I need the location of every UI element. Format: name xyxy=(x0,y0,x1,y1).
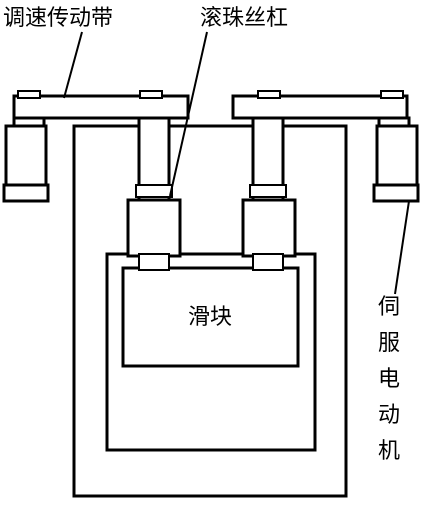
right-ball-screw xyxy=(241,112,297,271)
motor-leader xyxy=(394,200,410,295)
slider-block xyxy=(121,266,300,368)
screw-leader xyxy=(169,31,208,197)
left-belt-housing xyxy=(12,90,190,120)
belt-leader xyxy=(63,31,83,99)
left-servo-motor xyxy=(2,116,50,203)
motor-label-char: 机 xyxy=(378,439,400,464)
belt-label: 调速传动带 xyxy=(3,6,113,31)
motor-label: 伺 服 电 动 机 xyxy=(378,295,400,464)
motor-label-char: 动 xyxy=(378,403,400,428)
motor-label-char: 电 xyxy=(378,367,400,392)
motor-label-char: 服 xyxy=(378,331,400,356)
slider-label: 滑块 xyxy=(188,305,232,330)
motor-label-char: 伺 xyxy=(378,295,400,320)
left-ball-screw xyxy=(126,112,182,271)
right-servo-motor xyxy=(372,116,420,203)
right-belt-housing xyxy=(231,90,409,120)
screw-label: 滚珠丝杠 xyxy=(200,6,288,31)
